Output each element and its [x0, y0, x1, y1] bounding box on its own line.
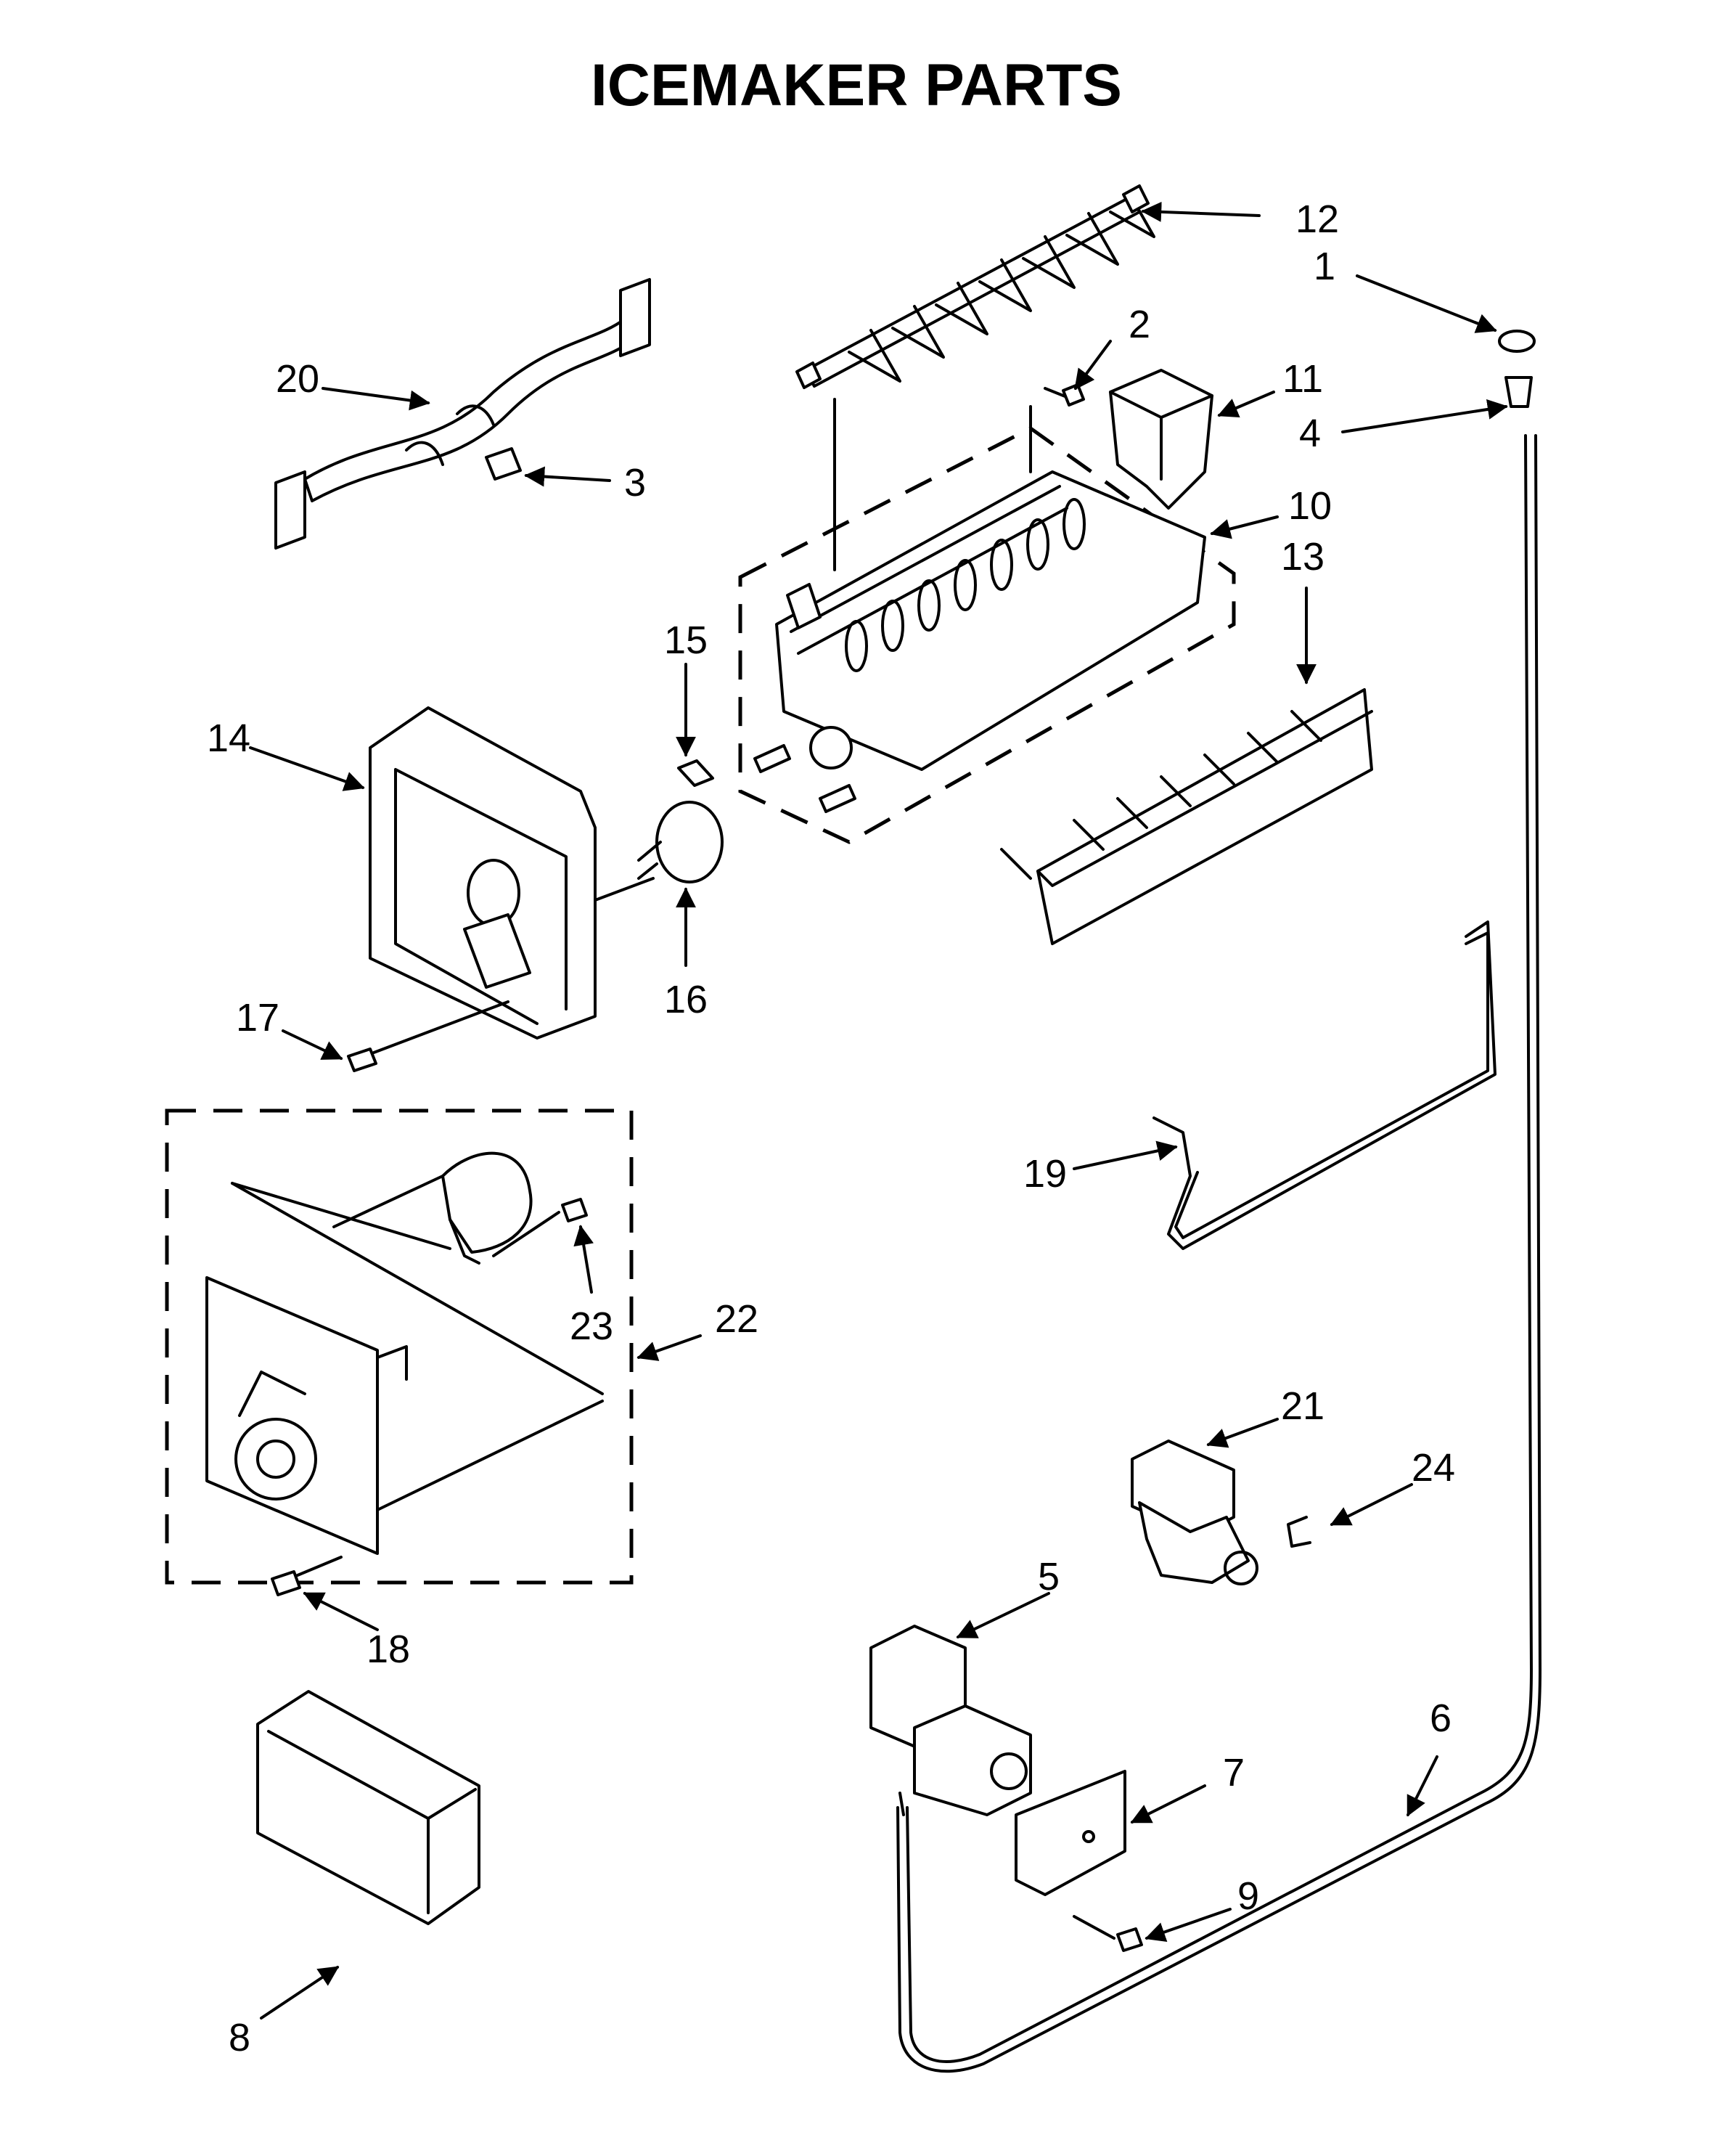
- bail-arm-part: [1152, 920, 1497, 1250]
- callout-22: 22: [715, 1297, 758, 1341]
- fill-cup-part: [1109, 369, 1213, 510]
- arrow-icon: [1330, 1483, 1413, 1526]
- callout-10: 10: [1288, 484, 1332, 528]
- arrow-icon: [282, 1029, 343, 1060]
- arrow-icon: [1141, 201, 1261, 222]
- arrow-icon: [1356, 274, 1497, 333]
- arrow-icon: [1217, 391, 1275, 417]
- callout-2: 2: [1129, 303, 1150, 346]
- arrow-icon: [1206, 1418, 1279, 1448]
- ejector-part: [795, 184, 1155, 389]
- arrow-icon: [956, 1592, 1050, 1638]
- page-title: ICEMAKER PARTS: [591, 52, 1122, 118]
- water-valve-part: [869, 1625, 1032, 1816]
- arrow-icon: [1210, 515, 1279, 539]
- thermostat-part: [637, 801, 724, 883]
- valve-bracket-part: [1015, 1770, 1126, 1896]
- valve-clip-part: [1287, 1516, 1311, 1548]
- callout-16: 16: [664, 978, 708, 1021]
- callout-labels: 12 1 2 11 4 20 3 10 13 15 14 16 17 19 23…: [207, 197, 1455, 2059]
- callout-19: 19: [1023, 1152, 1067, 1196]
- screw-part-17: [347, 1000, 509, 1072]
- cover-part: [256, 1690, 480, 1925]
- callout-5: 5: [1038, 1555, 1060, 1598]
- screw-part-9: [1073, 1915, 1143, 1952]
- callout-20: 20: [276, 357, 319, 401]
- arrow-icon: [524, 466, 611, 487]
- callout-21: 21: [1281, 1384, 1324, 1428]
- arrow-icon: [1407, 1755, 1438, 1817]
- screw-part-23: [492, 1198, 588, 1257]
- dual-water-valve-part: [1131, 1440, 1258, 1585]
- leader-lines: [249, 201, 1508, 2020]
- control-housing-part: [369, 706, 655, 1040]
- tubing-nut-part: [1498, 330, 1536, 353]
- callout-4: 4: [1299, 412, 1321, 455]
- motor-module-outline: [165, 1108, 634, 1585]
- thermostat-clip-part: [677, 759, 714, 787]
- arrow-icon: [322, 387, 430, 411]
- callout-12: 12: [1295, 197, 1339, 241]
- callout-14: 14: [207, 716, 250, 760]
- callout-7: 7: [1223, 1751, 1245, 1794]
- stripper-part: [1000, 688, 1373, 945]
- callout-18: 18: [367, 1628, 410, 1671]
- arrow-icon: [260, 1966, 340, 2020]
- arrow-icon: [1074, 340, 1112, 391]
- callout-13: 13: [1281, 535, 1324, 579]
- callout-9: 9: [1237, 1874, 1259, 1918]
- screw-part-18: [271, 1556, 343, 1596]
- motor-module-part: [205, 1276, 408, 1555]
- callout-23: 23: [570, 1304, 613, 1348]
- tube-insert-part: [1504, 376, 1533, 408]
- callout-15: 15: [664, 618, 708, 662]
- motor-guide-lines: [231, 1175, 604, 1511]
- arrow-icon: [573, 1225, 594, 1294]
- arrow-icon: [1130, 1784, 1206, 1824]
- callout-8: 8: [229, 2016, 250, 2059]
- wire-harness-part: [274, 278, 651, 550]
- motor-part: [441, 1151, 533, 1265]
- arrow-icon: [303, 1592, 379, 1631]
- callout-3: 3: [624, 461, 646, 505]
- callout-11: 11: [1282, 357, 1323, 401]
- arrow-icon: [1145, 1908, 1232, 1942]
- arrow-icon: [249, 746, 365, 791]
- callout-1: 1: [1314, 245, 1335, 288]
- callout-17: 17: [236, 996, 279, 1040]
- wire-clip-part: [485, 447, 522, 481]
- arrow-icon: [1073, 1140, 1178, 1170]
- mold-part: [753, 398, 1206, 813]
- callout-24: 24: [1412, 1446, 1455, 1490]
- arrow-icon: [1341, 399, 1508, 433]
- callout-6: 6: [1430, 1696, 1452, 1740]
- arrow-icon: [636, 1334, 702, 1361]
- water-tube-part: [896, 434, 1541, 2073]
